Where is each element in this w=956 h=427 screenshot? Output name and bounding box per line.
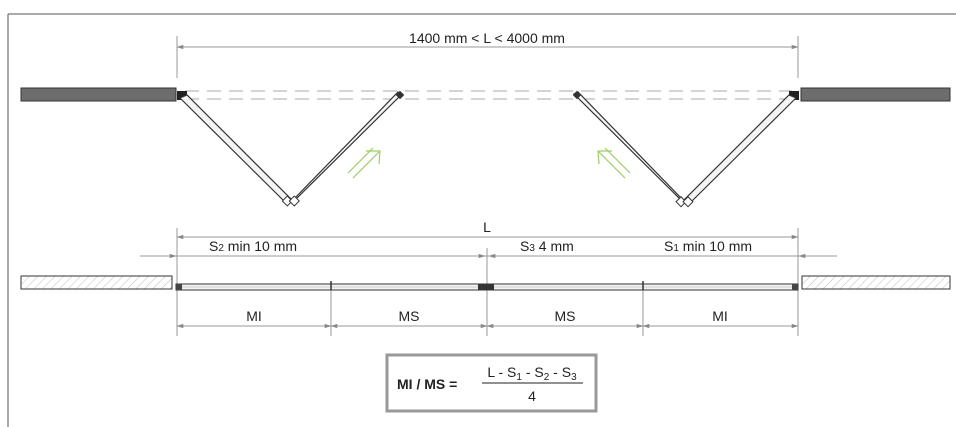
panel-hinge-left <box>176 284 182 290</box>
formula-lhs: MI / MS = <box>397 376 457 392</box>
center-meeting-hinge <box>478 284 494 290</box>
panel-label-1: MI <box>246 308 262 324</box>
s2-label: S2 min 10 mm <box>209 238 297 254</box>
wall-right-section <box>801 275 951 290</box>
panel-label-2: MS <box>399 308 420 324</box>
formula-box: MI / MS = L - S1 - S2 - S3 4 <box>385 353 598 413</box>
formula-numerator: L - S1 - S2 - S3 <box>487 364 577 383</box>
formula-denominator: 4 <box>528 388 536 404</box>
top-view: 1400 mm < L < 4000 mm <box>20 30 951 208</box>
arrow-right-closing <box>597 147 631 179</box>
bottom-view: L S2 min 10 mm S3 4 mm S1 min 10 mm <box>20 219 951 336</box>
hinge-right <box>789 91 799 100</box>
panel-hinge-right <box>792 284 798 290</box>
wall-right <box>800 87 951 102</box>
overall-dimension-label: 1400 mm < L < 4000 mm <box>409 30 565 46</box>
s1-label: S1 min 10 mm <box>664 238 752 254</box>
left-folding-leaves <box>178 90 405 207</box>
L-label: L <box>483 219 491 235</box>
hinge-left <box>177 91 187 100</box>
wall-left-section <box>20 275 173 290</box>
wall-left <box>20 87 177 102</box>
arrow-left-closing <box>347 147 381 179</box>
s3-label: S3 4 mm <box>520 238 574 254</box>
panel-label-4: MI <box>712 308 728 324</box>
right-folding-leaves <box>572 90 798 208</box>
panel-label-3: MS <box>555 308 576 324</box>
